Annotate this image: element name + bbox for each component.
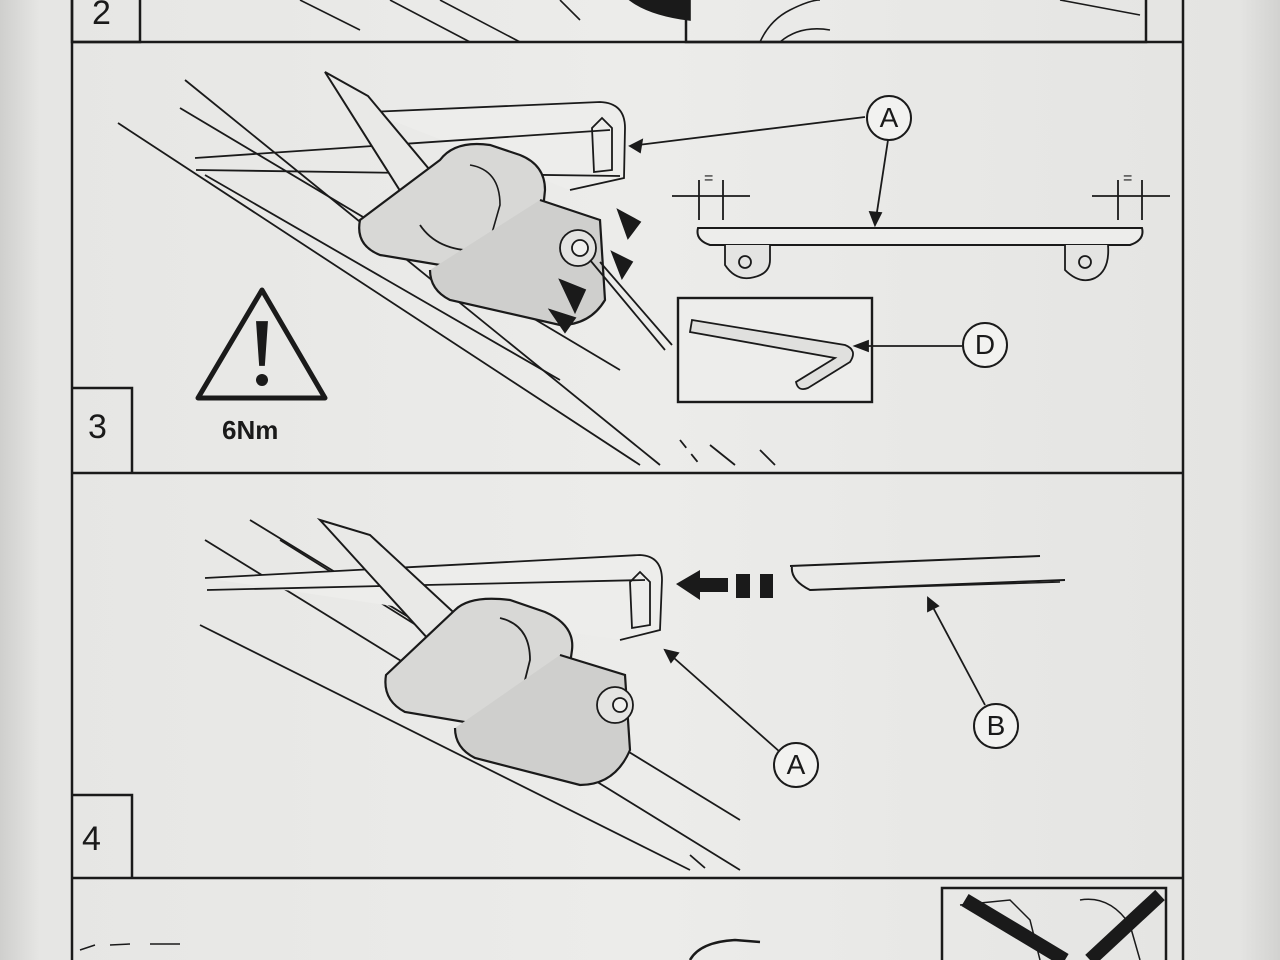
insert-arrow-icon (676, 570, 728, 600)
step-4-box (72, 793, 134, 878)
panel-4-drawing (199, 518, 1066, 871)
callout-b-strip: B (973, 703, 1019, 749)
dimension-left-mark: = (704, 170, 714, 187)
dimension-right-mark: = (1123, 170, 1133, 187)
crossed-out-icon (961, 893, 1069, 960)
step-3-box (72, 386, 134, 473)
hex-key-icon (688, 318, 854, 391)
warning-triangle-icon (195, 287, 328, 401)
callout-a-rail: A (866, 95, 912, 141)
panel-3-drawing (117, 71, 1170, 466)
step-4-number: 4 (82, 820, 101, 858)
step-2-number: 2 (92, 0, 111, 32)
rotate-arrows-icon (616, 208, 642, 240)
callout-d-tool: D (962, 322, 1008, 368)
panel-2-drawing (299, 0, 1148, 44)
torque-label: 6Nm (222, 415, 279, 445)
panel-5-drawing (79, 886, 1168, 960)
step-3-number: 3 (88, 408, 107, 446)
step-2-box (70, 0, 142, 44)
callout-a-rail-step4: A (773, 742, 819, 788)
